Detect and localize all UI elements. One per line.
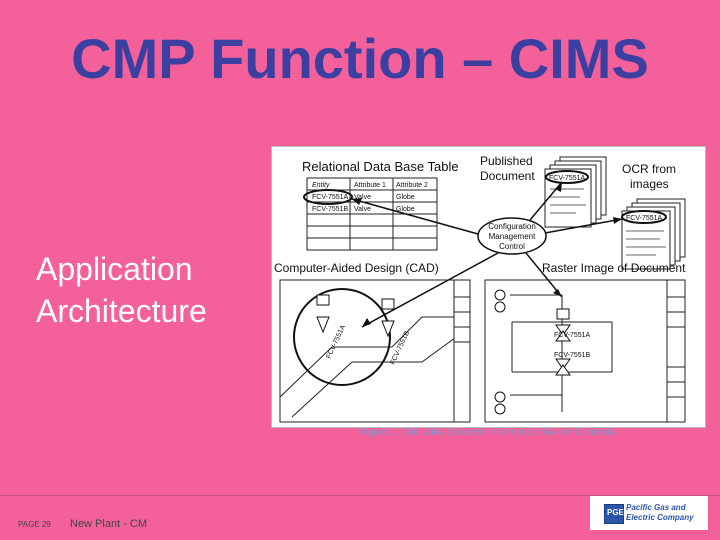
cm-label-1: Configuration [488,222,536,231]
cm-label-2: Management [489,232,536,241]
side-label-line2: Architecture [36,293,207,329]
side-label-line1: Application [36,251,193,287]
table-cell: Valve [354,194,371,201]
logo-line1: Pacific Gas and [626,503,686,512]
raster-label: Raster Image of Document [542,261,686,275]
footer-title: New Plant - CM [70,518,148,530]
published-label-1: Published [480,154,533,168]
slide-title: CMP Function – CIMS [71,27,649,90]
table-header-attr2: Attribute 2 [396,182,428,189]
cad-tag-b: FCV-7551B [389,330,411,366]
ocr-tag: FCV-7551A [626,215,663,222]
cad-label: Computer-Aided Design (CAD) [274,261,439,275]
ocr-tag-oval [621,210,667,224]
raster-panel [484,279,686,423]
raster-tag-a: FCV-7551A [554,332,591,339]
table-cell: Globe [396,206,415,213]
ocr-label-2: images [630,177,669,191]
rdb-title: Relational Data Base Table [302,159,459,174]
table-cell: FCV-7551B [312,206,349,213]
cad-side-grid [453,279,471,423]
footer-divider [0,495,720,496]
ocr-label-1: OCR from [622,162,676,176]
table-cell: Globe [396,194,415,201]
table-header-attr1: Attribute 1 [354,182,386,189]
logo-mark-text: PGE [607,508,624,517]
cad-tag-a: FCV-7551A [325,324,347,360]
architecture-figure: Relational Data Base Table Entity Attrib… [271,146,706,428]
raster-valves [494,289,571,415]
doc-tag: FCV-7551A [549,175,586,182]
rdb-table [306,177,438,251]
table-header-entity: Entity [312,182,330,189]
raster-tag-b: FCV-7551B [554,352,591,359]
cm-label-3: Control [499,242,525,251]
raster-side-grid [666,279,686,423]
logo-text: Pacific Gas and Electric Company [626,503,694,523]
cad-valves [316,294,395,338]
page-number: PAGE 29 [18,520,51,529]
doc-tag-oval [545,170,589,184]
cm-control-node [477,217,547,255]
published-label-2: Document [480,169,535,183]
figure-caption: Figure 1: CM Links Between Information S… [359,427,616,438]
ocr-doc-stack [621,198,686,270]
table-cell: FCV-7551A [312,194,349,201]
pge-logo: PGE Pacific Gas and Electric Company [590,496,708,530]
cad-zoom-circle [293,288,391,386]
table-cell: Valve [354,206,371,213]
cad-panel [279,279,471,423]
side-label: Application Architecture [36,248,207,332]
table-highlight-oval [303,189,353,205]
pge-logo-mark-icon: PGE [604,504,624,524]
logo-line2: Electric Company [626,513,694,522]
